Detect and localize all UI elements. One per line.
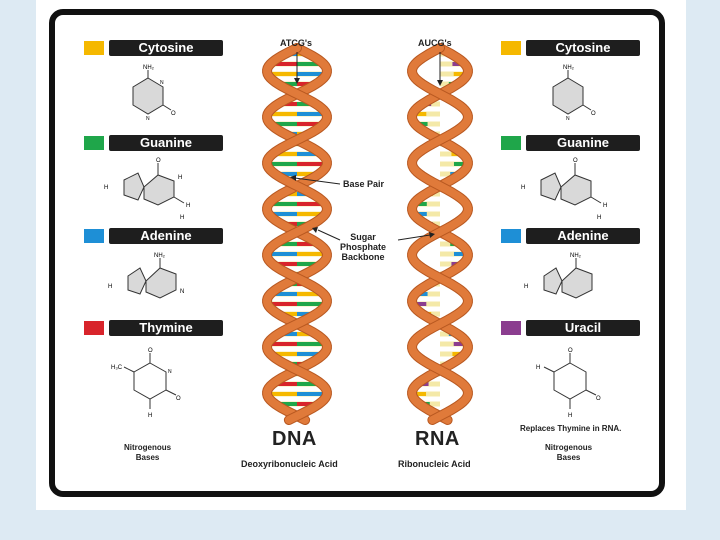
guanine-structure-left: O H H H H: [104, 158, 190, 221]
base-name: Thymine: [109, 320, 223, 336]
atom-label: H: [104, 185, 108, 191]
atom-label: N: [160, 80, 164, 86]
atom-label: N: [146, 116, 150, 122]
dna-title: DNA: [272, 428, 317, 450]
atom-label: O: [596, 396, 601, 402]
atom-label: O: [573, 158, 578, 164]
atom-label: O: [171, 111, 176, 117]
atom-label: O: [591, 111, 596, 117]
rna-backbone: [407, 43, 473, 425]
atom-label: H: [148, 413, 152, 419]
right-nitrogenous-caption: Nitrogenous Bases: [545, 443, 593, 462]
atom-label: O: [148, 348, 153, 354]
backbone-arrow-rna: [397, 234, 431, 241]
base-label-right-2: Adenine: [501, 228, 640, 244]
callout-arrows: [290, 52, 443, 241]
base-name: Cytosine: [526, 40, 640, 56]
base-label-left-3: Thymine: [84, 320, 223, 336]
atom-label: O: [568, 348, 573, 354]
atom-label: N: [180, 289, 184, 295]
atom-label: H: [524, 284, 528, 290]
uracil-structure-right: O H O H: [536, 348, 601, 419]
adenine-color-swatch: [501, 229, 521, 243]
dna-subtitle: Deoxyribonucleic Acid: [241, 459, 338, 469]
atom-label: H: [521, 185, 525, 191]
atom-label: H: [536, 365, 540, 371]
arrow-head: [294, 78, 300, 84]
atom-label: O: [176, 396, 181, 402]
base-label-right-3: Uracil: [501, 320, 640, 336]
adenine-structure-right: NH₂ H: [524, 253, 593, 299]
arrow-head: [290, 175, 296, 181]
cytosine-color-swatch: [84, 41, 104, 55]
base-name: Cytosine: [109, 40, 223, 56]
thymine-structure-left: O H₃C O H N: [111, 348, 181, 419]
base-label-right-0: Cytosine: [501, 40, 640, 56]
atom-label: H: [108, 284, 112, 290]
atom-label: H: [597, 215, 601, 221]
cytosine-structure-right: NH₂ O N: [552, 65, 596, 122]
atom-label: NH₂: [563, 65, 575, 71]
base-name: Uracil: [526, 320, 640, 336]
backbone-strand: [263, 44, 331, 424]
left-nitrogenous-caption: Nitrogenous Bases: [124, 443, 172, 462]
guanine-structure-right: O H H H: [521, 158, 607, 221]
sugar-phosphate-backbone-label: Sugar Phosphate Backbone: [340, 232, 387, 262]
arrow-head: [429, 232, 435, 238]
cytosine-structure-left: NH₂ O N N: [132, 65, 176, 122]
arrow-head: [312, 227, 318, 233]
base-name: Adenine: [526, 228, 640, 244]
atom-label: H: [603, 203, 607, 209]
base-label-right-1: Guanine: [501, 135, 640, 151]
base-label-left-2: Adenine: [84, 228, 223, 244]
atom-label: H: [186, 203, 190, 209]
rna-title: RNA: [415, 428, 460, 450]
atom-label: NH₂: [570, 253, 582, 259]
adenine-color-swatch: [84, 229, 104, 243]
base-pair-arrow: [294, 177, 341, 185]
atom-label: N: [566, 116, 570, 122]
dna-strand-letters-label: ATCG's: [280, 38, 312, 48]
backbone-arrow-dna: [317, 229, 341, 241]
uracil-color-swatch: [501, 321, 521, 335]
atom-label: H: [178, 175, 182, 181]
atom-label: NH₂: [154, 253, 166, 259]
base-label-left-0: Cytosine: [84, 40, 223, 56]
atom-label: H: [568, 413, 572, 419]
atom-label: N: [168, 369, 172, 375]
atom-label: O: [156, 158, 161, 164]
atom-label: NH₂: [143, 65, 155, 71]
thymine-color-swatch: [84, 321, 104, 335]
rna-strand-letters-label: AUCG's: [418, 38, 452, 48]
base-name: Adenine: [109, 228, 223, 244]
rna-subtitle: Ribonucleic Acid: [398, 459, 471, 469]
atom-label: H: [180, 215, 184, 221]
base-label-left-1: Guanine: [84, 135, 223, 151]
atom-label: H₃C: [111, 365, 123, 371]
adenine-structure-left: NH₂ H N: [108, 253, 184, 299]
replaces-thymine-caption: Replaces Thymine in RNA.: [520, 424, 622, 433]
base-name: Guanine: [109, 135, 223, 151]
base-name: Guanine: [526, 135, 640, 151]
guanine-color-swatch: [501, 136, 521, 150]
arrow-head: [437, 80, 443, 86]
guanine-color-swatch: [84, 136, 104, 150]
backbone-strand: [408, 44, 472, 424]
cytosine-color-swatch: [501, 41, 521, 55]
dna-backbone: [262, 43, 332, 425]
base-pair-label: Base Pair: [343, 179, 385, 189]
